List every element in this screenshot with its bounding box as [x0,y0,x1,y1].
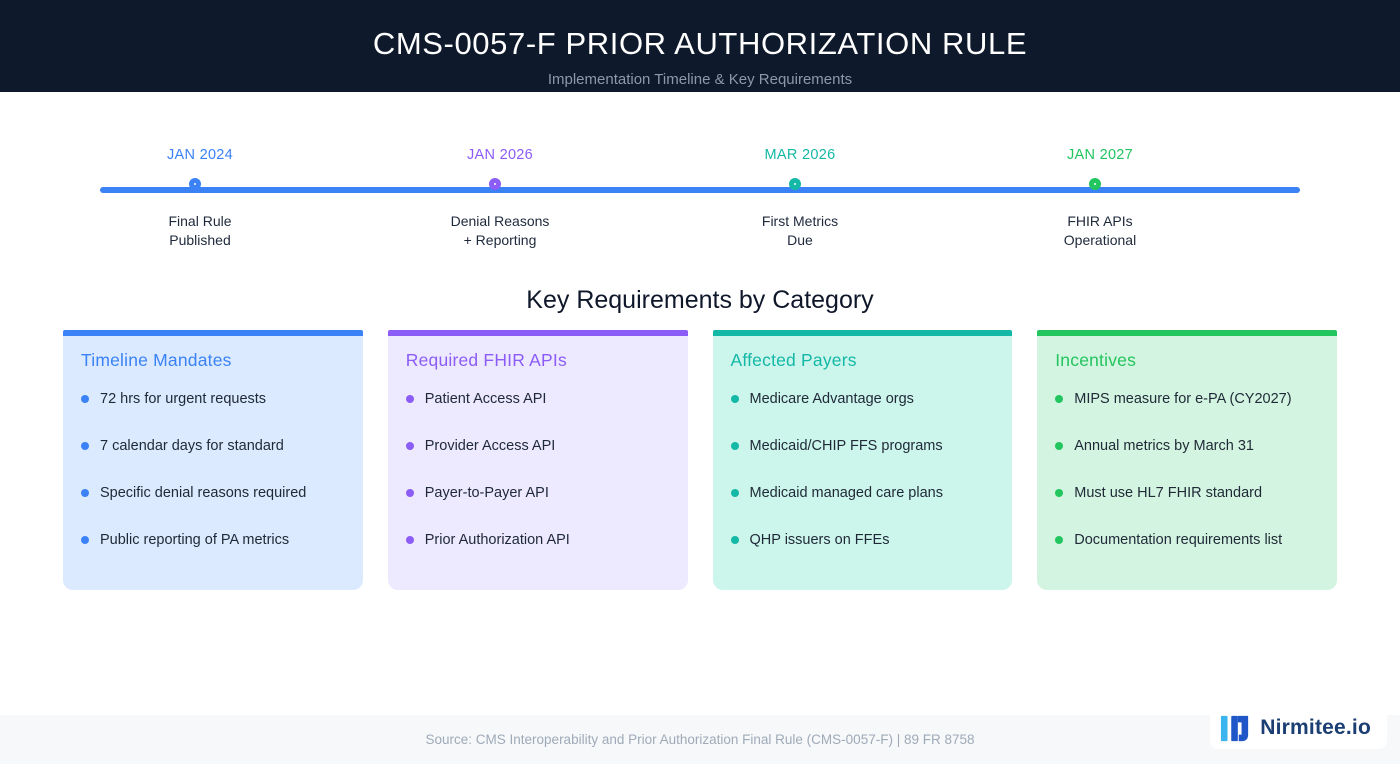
bullet-dot-icon [405,536,414,544]
milestone-jan-2026: JAN 2026 Denial Reasons + Reporting [400,134,600,264]
list-item-label: Payer-to-Payer API [424,485,549,501]
list-item: Prior Authorization API [405,532,670,548]
nirmitee-logo-text: Nirmitee.io [1260,716,1371,739]
milestone-jan-2027: JAN 2027 FHIR APIs Operational [1000,134,1200,264]
list-item: Payer-to-Payer API [405,485,670,501]
bullet-dot-icon [405,395,414,403]
list-item-label: Medicaid/CHIP FFS programs [749,438,943,454]
list-item-label: Specific denial reasons required [100,485,307,501]
list-item: Annual metrics by March 31 [1055,438,1319,454]
milestone-marker-icon [189,178,201,190]
bullet-dot-icon [81,442,89,450]
list-item: Medicaid managed care plans [730,485,995,501]
card-title: Timeline Mandates [81,350,232,370]
nirmitee-logo: Nirmitee.io [1210,707,1387,749]
list-item: Patient Access API [405,391,670,407]
list-item-label: Patient Access API [424,391,547,407]
card-accent-bar [1037,330,1337,336]
list-item: Medicare Advantage orgs [730,391,995,407]
milestone-marker-icon [489,178,501,190]
card-incentives: Incentives MIPS measure for e-PA (CY2027… [1037,330,1337,590]
bullet-dot-icon [1055,395,1064,403]
card-timeline-mandates: Timeline Mandates 72 hrs for urgent requ… [63,330,363,590]
list-item-label: QHP issuers on FFEs [749,532,890,548]
list-item-label: MIPS measure for e-PA (CY2027) [1074,391,1292,407]
card-title: Incentives [1055,350,1137,370]
list-item: 72 hrs for urgent requests [81,391,345,407]
list-item-label: Provider Access API [424,438,556,454]
list-item: QHP issuers on FFEs [730,532,995,548]
list-item-label: Annual metrics by March 31 [1074,438,1254,454]
bullet-dot-icon [730,489,739,497]
bullet-dot-icon [1055,442,1064,450]
milestone-date: JAN 2027 [1066,147,1134,163]
milestone-marker-icon [1089,178,1101,190]
footer: Source: CMS Interoperability and Prior A… [0,715,1400,764]
card-required-fhir-apis: Required FHIR APIs Patient Access API Pr… [387,330,688,590]
list-item-label: Must use HL7 FHIR standard [1074,485,1263,501]
milestone-date: JAN 2026 [466,147,534,163]
requirements-cards: Timeline Mandates 72 hrs for urgent requ… [63,330,1337,590]
card-accent-bar [387,330,688,336]
list-item-label: 7 calendar days for standard [100,438,284,454]
list-item: Must use HL7 FHIR standard [1055,485,1319,501]
list-item: Documentation requirements list [1055,532,1319,548]
milestone-label: First Metrics Due [761,213,839,248]
list-item: Public reporting of PA metrics [81,532,345,548]
bullet-dot-icon [81,536,89,544]
page-subtitle: Implementation Timeline & Key Requiremen… [547,71,853,88]
bullet-dot-icon [1055,536,1064,544]
bullet-dot-icon [730,442,739,450]
milestone-jan-2024: JAN 2024 Final Rule Published [100,134,300,264]
list-item: Provider Access API [405,438,670,454]
list-item: 7 calendar days for standard [81,438,345,454]
bullet-dot-icon [730,395,739,403]
list-item-label: Medicaid managed care plans [749,485,943,501]
bullet-dot-icon [1055,489,1064,497]
milestone-mar-2026: MAR 2026 First Metrics Due [700,134,900,264]
page-title: CMS-0057-F PRIOR AUTHORIZATION RULE [372,26,1028,61]
nirmitee-logo-icon [1221,715,1249,742]
bullet-dot-icon [81,489,89,497]
timeline-line [100,187,1300,193]
list-item: Specific denial reasons required [81,485,345,501]
milestone-label: Denial Reasons + Reporting [450,213,550,248]
card-accent-bar [63,330,363,336]
bullet-dot-icon [405,442,414,450]
list-item-label: Prior Authorization API [424,532,570,548]
implementation-timeline: JAN 2024 Final Rule Published JAN 2026 D… [0,134,1400,264]
milestone-date: JAN 2024 [166,147,234,163]
milestone-label: FHIR APIs Operational [1063,213,1137,248]
card-title: Required FHIR APIs [405,350,567,370]
source-citation: Source: CMS Interoperability and Prior A… [425,732,975,747]
list-item: Medicaid/CHIP FFS programs [730,438,995,454]
milestone-marker-icon [789,178,801,190]
list-item-label: Medicare Advantage orgs [749,391,914,407]
card-accent-bar [712,330,1013,336]
bullet-dot-icon [730,536,739,544]
milestone-date: MAR 2026 [764,147,836,163]
list-item-label: Public reporting of PA metrics [100,532,290,548]
bullet-dot-icon [405,489,414,497]
header: CMS-0057-F PRIOR AUTHORIZATION RULE Impl… [0,0,1400,92]
list-item-label: Documentation requirements list [1074,532,1283,548]
list-item: MIPS measure for e-PA (CY2027) [1055,391,1319,407]
bullet-dot-icon [81,395,89,403]
card-affected-payers: Affected Payers Medicare Advantage orgs … [712,330,1013,590]
milestone-label: Final Rule Published [168,213,232,248]
list-item-label: 72 hrs for urgent requests [100,391,267,407]
card-title: Affected Payers [730,350,857,370]
section-title: Key Requirements by Category [526,286,874,314]
